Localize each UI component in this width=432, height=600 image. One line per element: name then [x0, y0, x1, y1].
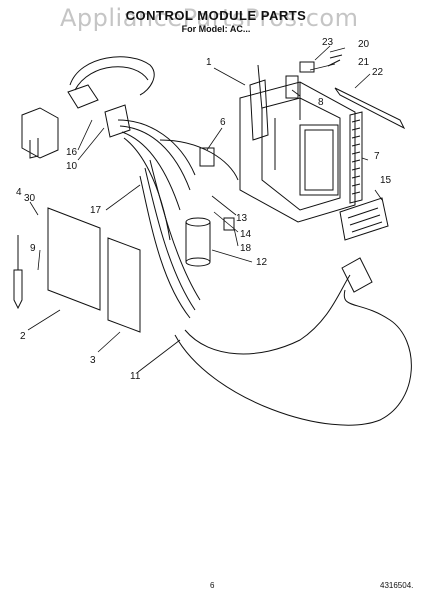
- leader-lines: [27, 45, 383, 373]
- relay-part: [199, 147, 215, 167]
- callout-21: 21: [358, 57, 370, 68]
- callout-13: 13: [236, 213, 248, 224]
- callout-16: 16: [66, 147, 78, 158]
- callout-20: 20: [358, 39, 370, 50]
- terminal-strip: [349, 111, 363, 204]
- callout-17: 17: [90, 205, 102, 216]
- terminal-part: [223, 217, 235, 231]
- connector-block: [67, 84, 131, 138]
- callout-14: 14: [240, 229, 252, 240]
- filter-panel: [21, 107, 59, 159]
- callout-3: 3: [90, 355, 96, 366]
- power-cord: [174, 257, 412, 426]
- callout-23: 23: [322, 37, 334, 48]
- callout-2: 2: [20, 331, 26, 342]
- page-number: 6: [210, 581, 215, 590]
- callout-22: 22: [372, 67, 384, 78]
- callout-7: 7: [374, 151, 380, 162]
- diagram-title: CONTROL MODULE PARTS: [125, 8, 307, 23]
- callout-11: 11: [130, 371, 141, 382]
- screw-tool: [13, 235, 23, 310]
- wiring-label-plate: [339, 197, 389, 241]
- cover-panel: [47, 207, 101, 311]
- document-code: 4316504.: [380, 581, 414, 590]
- callout-30: 30: [24, 193, 36, 204]
- callout-6: 6: [220, 117, 226, 128]
- callout-18: 18: [240, 243, 252, 254]
- control-box: [239, 64, 356, 223]
- callout-8: 8: [318, 97, 324, 108]
- bracket-part: [334, 87, 406, 130]
- callout-1: 1: [206, 57, 212, 68]
- wire-harness: [69, 56, 239, 319]
- diagram-subtitle: For Model: AC...: [181, 24, 251, 34]
- gasket-panel: [107, 237, 141, 333]
- callout-12: 12: [256, 257, 268, 268]
- capacitor: [185, 217, 211, 267]
- callout-4: 4: [16, 187, 22, 198]
- callout-9: 9: [30, 243, 36, 254]
- callout-15: 15: [380, 175, 392, 186]
- callout-10: 10: [66, 161, 78, 172]
